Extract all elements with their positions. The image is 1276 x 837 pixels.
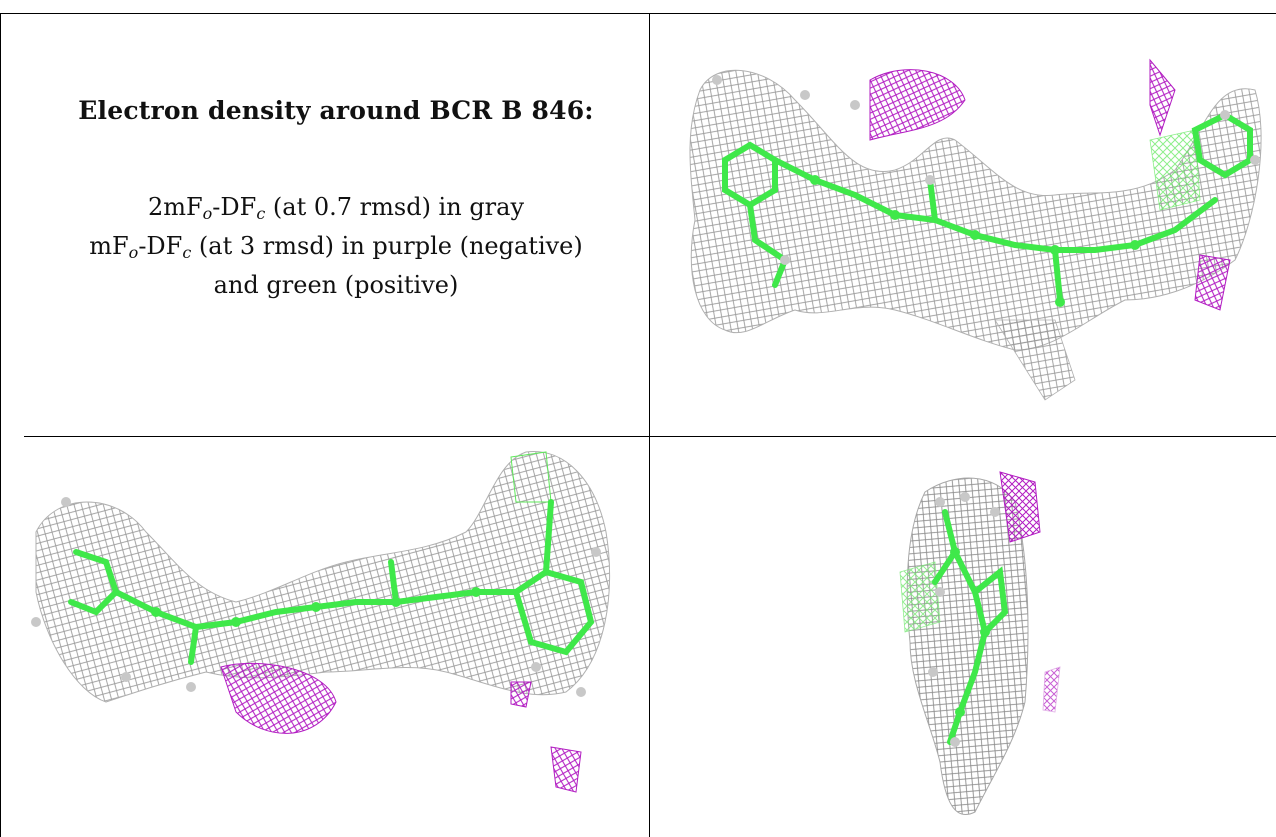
green-positive-mesh xyxy=(1149,129,1201,211)
density-view-bottom-right xyxy=(899,471,1061,815)
legend-line-positive: and green (positive) xyxy=(213,271,459,299)
caption-cell: Electron density around BCR B 846: 2mFo-… xyxy=(24,14,648,434)
gray-density-mesh xyxy=(35,451,611,703)
atom-spheres xyxy=(31,497,601,697)
legend-text: 2mFo-DFc (at 0.7 rmsd) in gray mFo-DFc (… xyxy=(89,191,583,301)
legend-line-difference: mFo-DFc (at 3 rmsd) in purple (negative) xyxy=(89,232,583,262)
purple-negative-mesh xyxy=(869,58,1231,311)
figure-title: Electron density around BCR B 846: xyxy=(78,96,594,125)
green-positive-mesh xyxy=(899,561,941,633)
table-border-left xyxy=(0,13,1,837)
table-border-center xyxy=(649,13,650,837)
density-view-bottom-left xyxy=(31,451,611,793)
density-view-top-right xyxy=(689,58,1262,401)
table-border-top xyxy=(0,13,1276,14)
legend-line-gray: 2mFo-DFc (at 0.7 rmsd) in gray xyxy=(147,193,525,223)
gray-density-mesh xyxy=(689,69,1262,401)
table-border-middle xyxy=(24,436,1276,437)
atom-spheres xyxy=(712,75,1260,307)
purple-negative-mesh xyxy=(999,471,1061,713)
atom-spheres xyxy=(928,492,1000,747)
purple-negative-mesh xyxy=(220,662,582,793)
